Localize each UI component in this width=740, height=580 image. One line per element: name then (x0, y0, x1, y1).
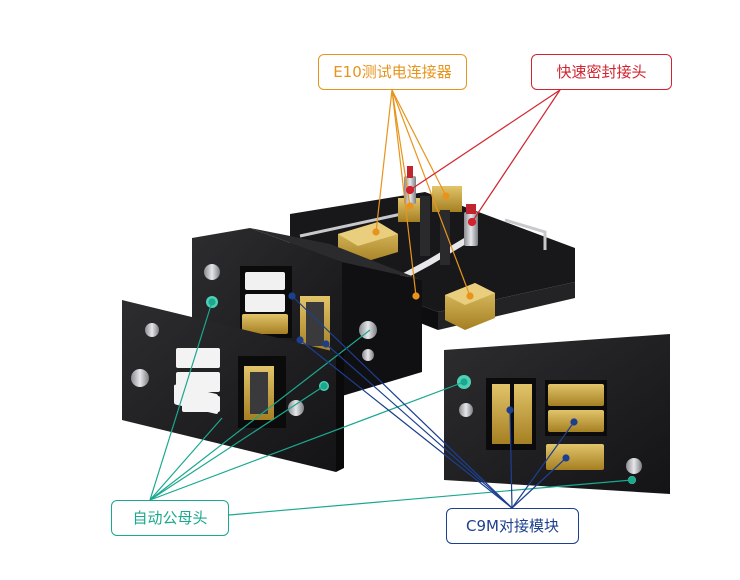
seal-leader-lines (405, 89, 561, 227)
auto-leader-lines (149, 298, 636, 516)
c9m-docking-module-callout: C9M对接模块 (446, 508, 579, 544)
c9m-leader-lines (288, 292, 578, 509)
auto-male-female-callout: 自动公母头 (111, 500, 229, 536)
quick-seal-joint-callout: 快速密封接头 (531, 54, 672, 90)
e10-connector-callout: E10测试电连接器 (318, 54, 467, 90)
quick-seal-joint (404, 166, 416, 204)
right-front-panel (444, 334, 670, 494)
left-front-panel (122, 300, 344, 472)
e10-leader-lines (372, 89, 474, 300)
